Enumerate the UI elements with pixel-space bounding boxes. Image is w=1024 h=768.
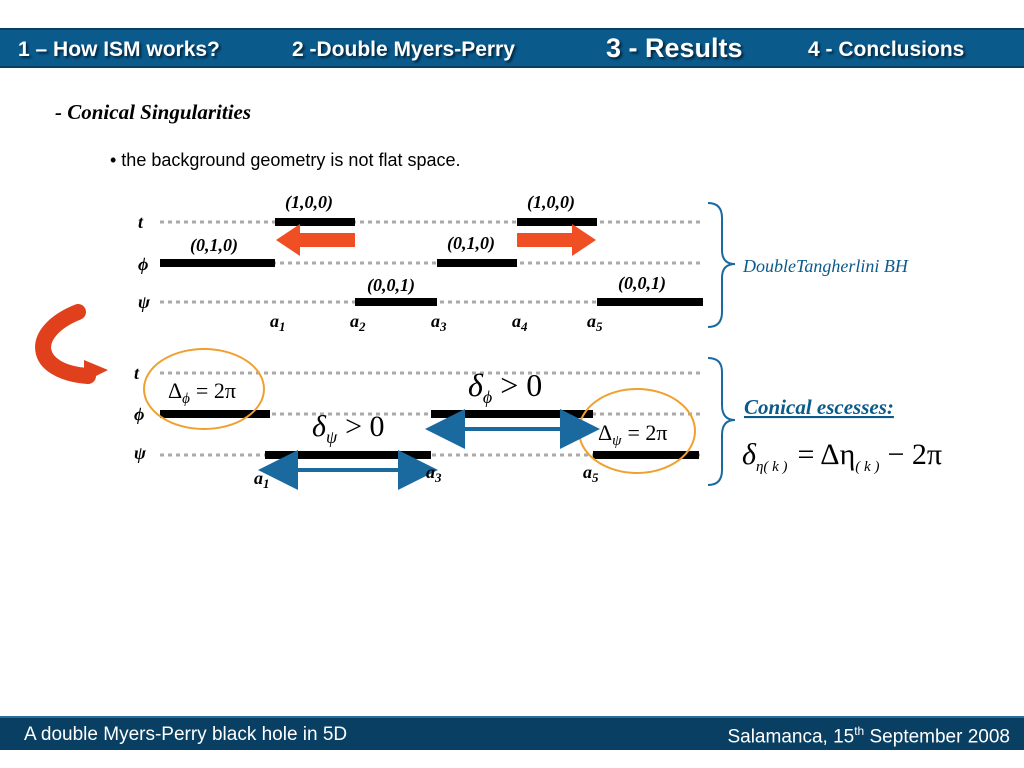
red-arrow-right-icon <box>517 224 596 256</box>
rod-t-left <box>275 218 355 226</box>
point-a3-bottom: a3 <box>426 462 442 485</box>
point-a1-top: a1 <box>270 311 286 334</box>
circle-delta-phi <box>143 348 265 430</box>
point-a4-top: a4 <box>512 311 528 334</box>
rod-psi-right <box>597 298 703 306</box>
section-title: - Conical Singularities <box>55 100 252 124</box>
eq-excess-phi: δϕ> 0 <box>468 367 542 407</box>
rod-label-phi-left: (0,1,0) <box>190 235 238 256</box>
nav-conclusions[interactable]: 4 - Conclusions <box>808 38 965 61</box>
nav-how-ism-works[interactable]: 1 – How ISM works? <box>18 38 220 61</box>
point-a5-bottom: a5 <box>583 462 599 485</box>
eq-excess-psi: δψ> 0 <box>312 410 385 447</box>
curved-arrow-icon <box>35 304 108 384</box>
rod-t-right <box>517 218 597 226</box>
bullet-text: • the background geometry is not flat sp… <box>110 150 461 170</box>
nav-double-myers-perry[interactable]: 2 -Double Myers-Perry <box>292 38 515 61</box>
rod-label-t-left: (1,0,0) <box>285 192 333 213</box>
psi-axis-label-bottom: ψ <box>134 443 147 463</box>
rod-label-psi-left: (0,0,1) <box>367 275 415 296</box>
t-axis-label: t <box>138 212 144 232</box>
red-arrow-left-icon <box>276 224 355 256</box>
rod-psi-left <box>355 298 437 306</box>
top-diagram: t ϕ ψ (1,0,0) (1,0,0) (0,1,0) (0,1,0) (0… <box>138 192 909 334</box>
point-a5-top: a5 <box>587 311 603 334</box>
phi-axis-label-bottom: ϕ <box>134 404 144 424</box>
psi-axis-label: ψ <box>138 292 151 312</box>
t-axis-label-bottom: t <box>134 363 140 383</box>
phi-axis-label: ϕ <box>138 254 148 274</box>
footer-title: A double Myers-Perry black hole in 5D <box>24 724 348 745</box>
point-a2-top: a2 <box>350 311 366 334</box>
footer-bar: A double Myers-Perry black hole in 5D Sa… <box>0 716 1024 750</box>
rod-label-t-right: (1,0,0) <box>527 192 575 213</box>
point-a1-bottom: a1 <box>254 468 270 491</box>
rod-label-psi-right: (0,0,1) <box>618 273 666 294</box>
point-a3-top: a3 <box>431 311 447 334</box>
eq-delta-psi: Δψ= 2π <box>598 420 668 449</box>
rod-phi-bottom-right <box>431 410 593 418</box>
header-bar: 1 – How ISM works? 2 -Double Myers-Perry… <box>0 28 1024 68</box>
rod-phi-left <box>160 259 275 267</box>
rod-phi-bottom-left <box>160 410 270 418</box>
rod-psi-bottom-left <box>265 451 431 459</box>
double-tangherlini-label: DoubleTangherlini BH <box>742 256 909 276</box>
nav-results[interactable]: 3 - Results <box>606 33 743 63</box>
conical-excess-formula: δη( k )= Δη( k )− 2π <box>742 438 942 475</box>
rod-psi-bottom-right <box>593 451 699 459</box>
bottom-brace <box>707 357 736 486</box>
conical-excesses-heading: Conical escesses: <box>744 395 894 419</box>
rod-label-phi-right: (0,1,0) <box>447 233 495 254</box>
rod-phi-right <box>437 259 517 267</box>
top-brace <box>707 202 736 328</box>
footer-date: Salamanca, 15th September 2008 <box>727 724 1010 748</box>
eq-delta-phi: Δϕ= 2π <box>168 378 236 407</box>
bottom-diagram: t ϕ ψ Δϕ= 2π Δψ= 2π δϕ> 0 δψ> 0 a1 a3 a5… <box>134 348 942 491</box>
